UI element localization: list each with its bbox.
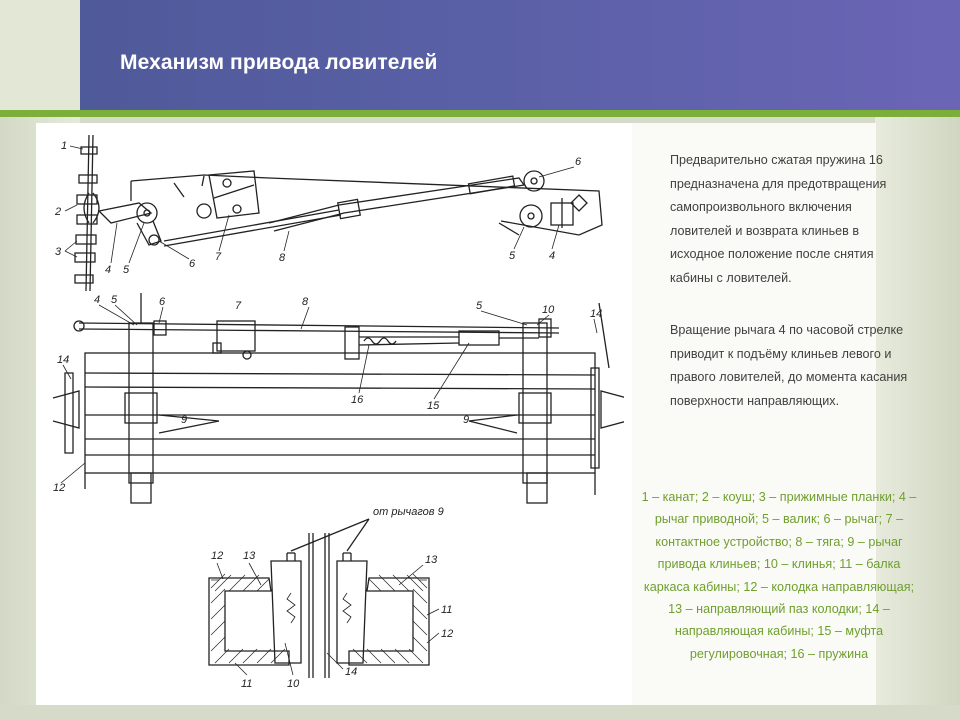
label-plan-10: 10 <box>542 304 555 316</box>
label-plan-5: 5 <box>111 294 118 306</box>
label-7: 7 <box>215 251 222 263</box>
text-panel <box>632 123 876 705</box>
label-plan-15: 15 <box>427 400 440 412</box>
label-plan-8: 8 <box>302 296 309 308</box>
label-plan-5-right: 5 <box>476 300 483 312</box>
technical-drawing: 1 2 3 4 5 6 7 8 6 5 4 <box>39 123 628 698</box>
label-1: 1 <box>61 140 67 152</box>
label-detail-14: 14 <box>345 666 357 678</box>
label-4-right: 4 <box>549 250 555 262</box>
label-plan-14-left: 14 <box>57 354 69 366</box>
label-plan-14-right: 14 <box>590 308 602 320</box>
label-5-right: 5 <box>509 250 516 262</box>
label-plan-6: 6 <box>159 296 166 308</box>
label-plan-16: 16 <box>351 394 364 406</box>
label-plan-12: 12 <box>53 482 65 494</box>
label-detail-10: 10 <box>287 678 300 690</box>
label-plan-7: 7 <box>235 300 242 312</box>
label-4: 4 <box>105 264 111 276</box>
label-detail-12: 12 <box>211 550 223 562</box>
label-8: 8 <box>279 252 286 264</box>
plan-view-drawing <box>52 293 628 504</box>
label-6: 6 <box>189 258 196 270</box>
description-paragraph-1: Предварительно сжатая пружина 16 предназ… <box>670 153 887 285</box>
bottom-margin-band <box>0 705 960 720</box>
label-detail-caption: от рычагов 9 <box>373 506 444 518</box>
side-elevation-drawing <box>74 134 603 292</box>
label-detail-11: 11 <box>241 678 252 690</box>
right-margin-band <box>875 0 960 720</box>
wedge-detail-drawing <box>208 518 430 678</box>
label-3: 3 <box>55 246 62 258</box>
label-5: 5 <box>123 264 130 276</box>
label-plan-9-left: 9 <box>181 414 187 426</box>
slide-title: Механизм привода ловителей <box>120 51 438 74</box>
description-paragraph-2: Вращение рычага 4 по часовой стрелке при… <box>670 323 908 408</box>
label-6-right: 6 <box>575 156 582 168</box>
label-detail-11-right: 11 <box>441 604 452 616</box>
label-detail-13-right: 13 <box>425 554 438 566</box>
label-plan-4: 4 <box>94 294 100 306</box>
label-detail-13: 13 <box>243 550 256 562</box>
label-plan-9-right: 9 <box>463 414 469 426</box>
label-2: 2 <box>54 206 61 218</box>
accent-rule <box>0 110 960 117</box>
legend-text: 1 – канат; 2 – коуш; 3 – прижимные планк… <box>641 490 917 661</box>
banner-left-block <box>0 0 80 112</box>
title-banner <box>80 0 960 112</box>
label-detail-12-right: 12 <box>441 628 453 640</box>
